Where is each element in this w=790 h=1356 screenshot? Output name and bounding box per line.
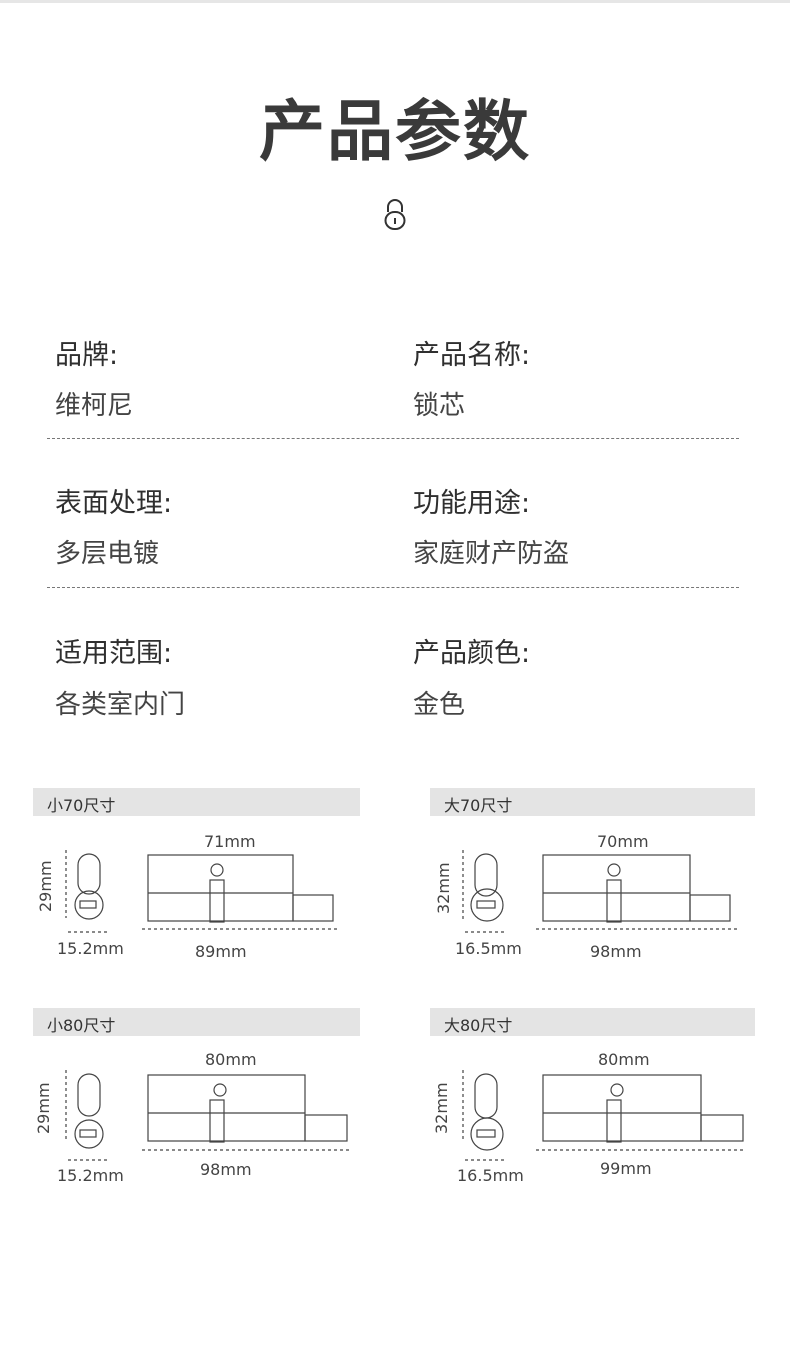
param-label-brand: 品牌: bbox=[55, 340, 119, 371]
param-value-function: 家庭财产防盗 bbox=[413, 539, 570, 569]
dim-total-length: 98mm bbox=[200, 1160, 252, 1179]
dim-width: 15.2mm bbox=[57, 1166, 124, 1185]
dim-total-length: 98mm bbox=[590, 942, 642, 961]
size-header-large-80: 大80尺寸 bbox=[430, 1008, 755, 1036]
dim-width: 16.5mm bbox=[457, 1166, 524, 1185]
divider bbox=[47, 438, 739, 439]
dim-total-length: 89mm bbox=[195, 942, 247, 961]
dim-width: 15.2mm bbox=[57, 939, 124, 958]
dim-top-length: 71mm bbox=[204, 832, 256, 851]
param-value-color: 金色 bbox=[413, 690, 466, 720]
divider bbox=[47, 587, 739, 588]
dim-height: 32mm bbox=[432, 1082, 451, 1134]
param-value-scope: 各类室内门 bbox=[55, 690, 186, 720]
size-header-small-80: 小80尺寸 bbox=[33, 1008, 360, 1036]
param-value-brand: 维柯尼 bbox=[55, 391, 134, 421]
param-value-surface: 多层电镀 bbox=[55, 539, 160, 569]
page-title: 产品参数 bbox=[259, 93, 531, 170]
dim-total-length: 99mm bbox=[600, 1159, 652, 1178]
dim-top-length: 70mm bbox=[597, 832, 649, 851]
size-header-large-70: 大70尺寸 bbox=[430, 788, 755, 816]
lock-icon bbox=[384, 199, 406, 230]
param-label-surface: 表面处理: bbox=[55, 488, 173, 519]
size-name: 小70尺寸 bbox=[47, 796, 116, 815]
dim-width: 16.5mm bbox=[455, 939, 522, 958]
param-label-product-name: 产品名称: bbox=[413, 340, 531, 371]
param-label-function: 功能用途: bbox=[413, 488, 531, 519]
param-label-color: 产品颜色: bbox=[413, 638, 531, 669]
size-name: 大80尺寸 bbox=[444, 1016, 513, 1035]
dim-top-length: 80mm bbox=[205, 1050, 257, 1069]
size-name: 大70尺寸 bbox=[444, 796, 513, 815]
param-value-product-name: 锁芯 bbox=[413, 391, 466, 421]
param-label-scope: 适用范围: bbox=[55, 638, 173, 669]
top-divider bbox=[0, 0, 790, 3]
dim-top-length: 80mm bbox=[598, 1050, 650, 1069]
size-header-small-70: 小70尺寸 bbox=[33, 788, 360, 816]
size-name: 小80尺寸 bbox=[47, 1016, 116, 1035]
